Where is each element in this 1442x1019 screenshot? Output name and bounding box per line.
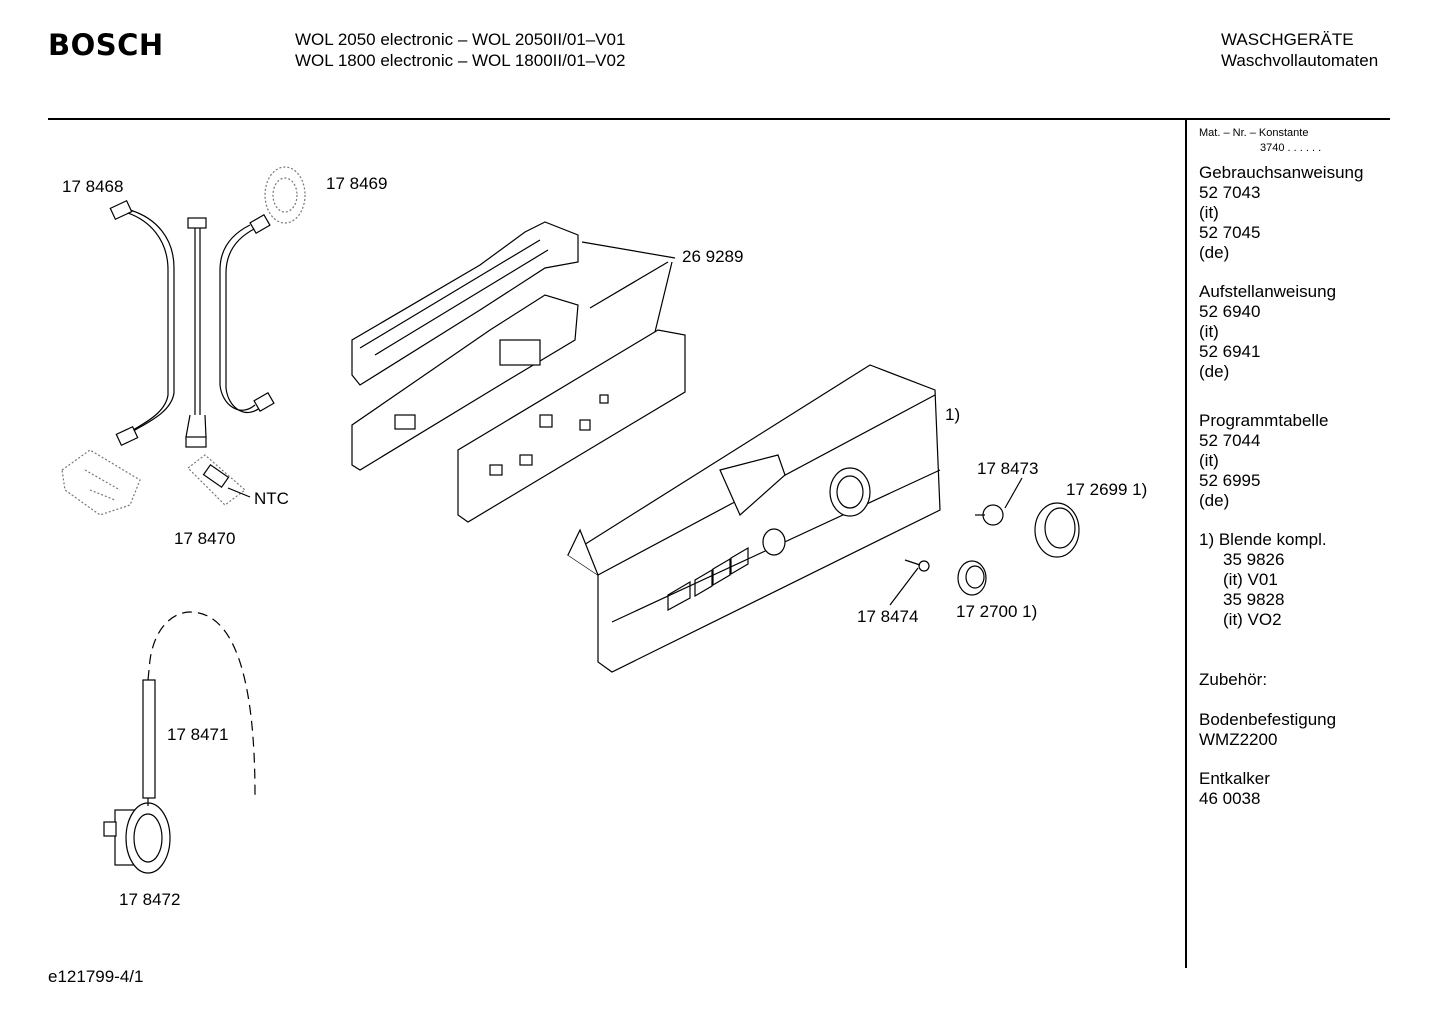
spring-178473 xyxy=(975,504,1004,526)
drawing-id: e121799-4/1 xyxy=(48,967,144,986)
section-title: Aufstellanweisung xyxy=(1199,282,1337,301)
ghost-part-bottom xyxy=(61,449,141,516)
sidebar-section-descaler: Entkalker 46 0038 xyxy=(1199,769,1270,809)
ntc-sensor xyxy=(187,454,251,506)
section-line: (it) VO2 xyxy=(1223,610,1282,629)
mat-nr-header: Mat. – Nr. – Konstante xyxy=(1199,127,1309,139)
part-label-ntc: NTC xyxy=(254,489,289,508)
section-title: Bodenbefestigung xyxy=(1199,710,1337,729)
section-line: 52 6940 xyxy=(1199,302,1261,321)
sidebar-divider xyxy=(1185,120,1187,968)
part-label-178471: 17 8471 xyxy=(167,725,229,744)
category-title: WASCHGERÄTE xyxy=(1221,30,1354,49)
leader-line xyxy=(889,567,919,606)
section-line: (de) xyxy=(1199,362,1230,381)
part-label-178469: 17 8469 xyxy=(326,174,388,193)
leader-line xyxy=(1004,477,1023,509)
section-line: 52 6995 xyxy=(1199,471,1261,490)
section-line: WMZ2200 xyxy=(1199,730,1278,749)
header-divider xyxy=(48,118,1390,120)
section-line: 35 9828 xyxy=(1223,590,1285,609)
part-label-178472: 17 8472 xyxy=(119,890,181,909)
part-label-172700: 17 2700 1) xyxy=(956,602,1038,621)
pressure-hose xyxy=(147,611,256,796)
model-line-2: WOL 1800 electronic – WOL 1800II/01–V02 xyxy=(295,51,626,70)
brand-logo: BOSCH xyxy=(48,28,164,62)
cable-harness-straight xyxy=(185,217,207,448)
control-panel xyxy=(566,364,941,673)
section-title: 1) Blende kompl. xyxy=(1199,530,1327,549)
section-line: 52 7043 xyxy=(1199,183,1261,202)
pin-178474 xyxy=(904,559,930,572)
section-title: Programmtabelle xyxy=(1199,411,1329,430)
sidebar-section-panel: 1) Blende kompl. 35 9826 (it) V01 35 982… xyxy=(1199,530,1327,630)
pressure-switch xyxy=(103,798,171,874)
leader-line xyxy=(654,261,673,333)
knob-172700 xyxy=(957,560,987,596)
section-line: 52 6941 xyxy=(1199,342,1261,361)
section-line: (it) xyxy=(1199,322,1219,341)
model-line-1: WOL 2050 electronic – WOL 2050II/01–V01 xyxy=(295,30,626,49)
knob-172699 xyxy=(1034,502,1080,558)
category-subtitle: Waschvollautomaten xyxy=(1221,51,1379,70)
section-line: (de) xyxy=(1199,491,1230,510)
cable-harness-178468 xyxy=(109,199,175,447)
sidebar-section-program-table: Programmtabelle 52 7044 (it) 52 6995 (de… xyxy=(1199,411,1328,511)
section-title: Zubehör: xyxy=(1199,670,1268,689)
part-label-178470: 17 8470 xyxy=(174,529,236,548)
sidebar-section-manual: Gebrauchsanweisung 52 7043 (it) 52 7045 … xyxy=(1199,163,1363,263)
section-line: (it) V01 xyxy=(1223,570,1278,589)
ghost-part-top xyxy=(264,166,306,224)
electronic-module-middle xyxy=(351,294,579,471)
section-title: Entkalker xyxy=(1199,769,1270,788)
electronic-board xyxy=(457,329,686,523)
section-line: 46 0038 xyxy=(1199,789,1261,808)
section-line: (it) xyxy=(1199,451,1219,470)
part-label-178473: 17 8473 xyxy=(977,459,1039,478)
part-label-178474: 17 8474 xyxy=(857,607,919,626)
section-line: (de) xyxy=(1199,243,1230,262)
leader-line xyxy=(581,241,676,259)
hose-tube xyxy=(142,679,156,799)
section-title: Gebrauchsanweisung xyxy=(1199,163,1364,182)
section-line: 52 7045 xyxy=(1199,223,1261,242)
sidebar-section-floor-mount: Bodenbefestigung WMZ2200 xyxy=(1199,710,1336,750)
leader-line xyxy=(589,261,669,309)
section-line: 52 7044 xyxy=(1199,431,1261,450)
part-note-1: 1) xyxy=(945,405,961,424)
part-label-178468: 17 8468 xyxy=(62,177,124,196)
part-label-269289: 26 9289 xyxy=(682,247,744,266)
sidebar-section-accessories: Zubehör: xyxy=(1199,670,1267,690)
mat-nr-value: 3740 . . . . . . xyxy=(1260,142,1322,154)
section-line: (it) xyxy=(1199,203,1219,222)
electronic-module-top xyxy=(351,221,579,386)
sidebar-section-installation: Aufstellanweisung 52 6940 (it) 52 6941 (… xyxy=(1199,282,1336,382)
part-label-172699: 17 2699 1) xyxy=(1066,480,1148,499)
cable-harness-178469 xyxy=(219,213,275,414)
section-line: 35 9826 xyxy=(1223,550,1285,569)
